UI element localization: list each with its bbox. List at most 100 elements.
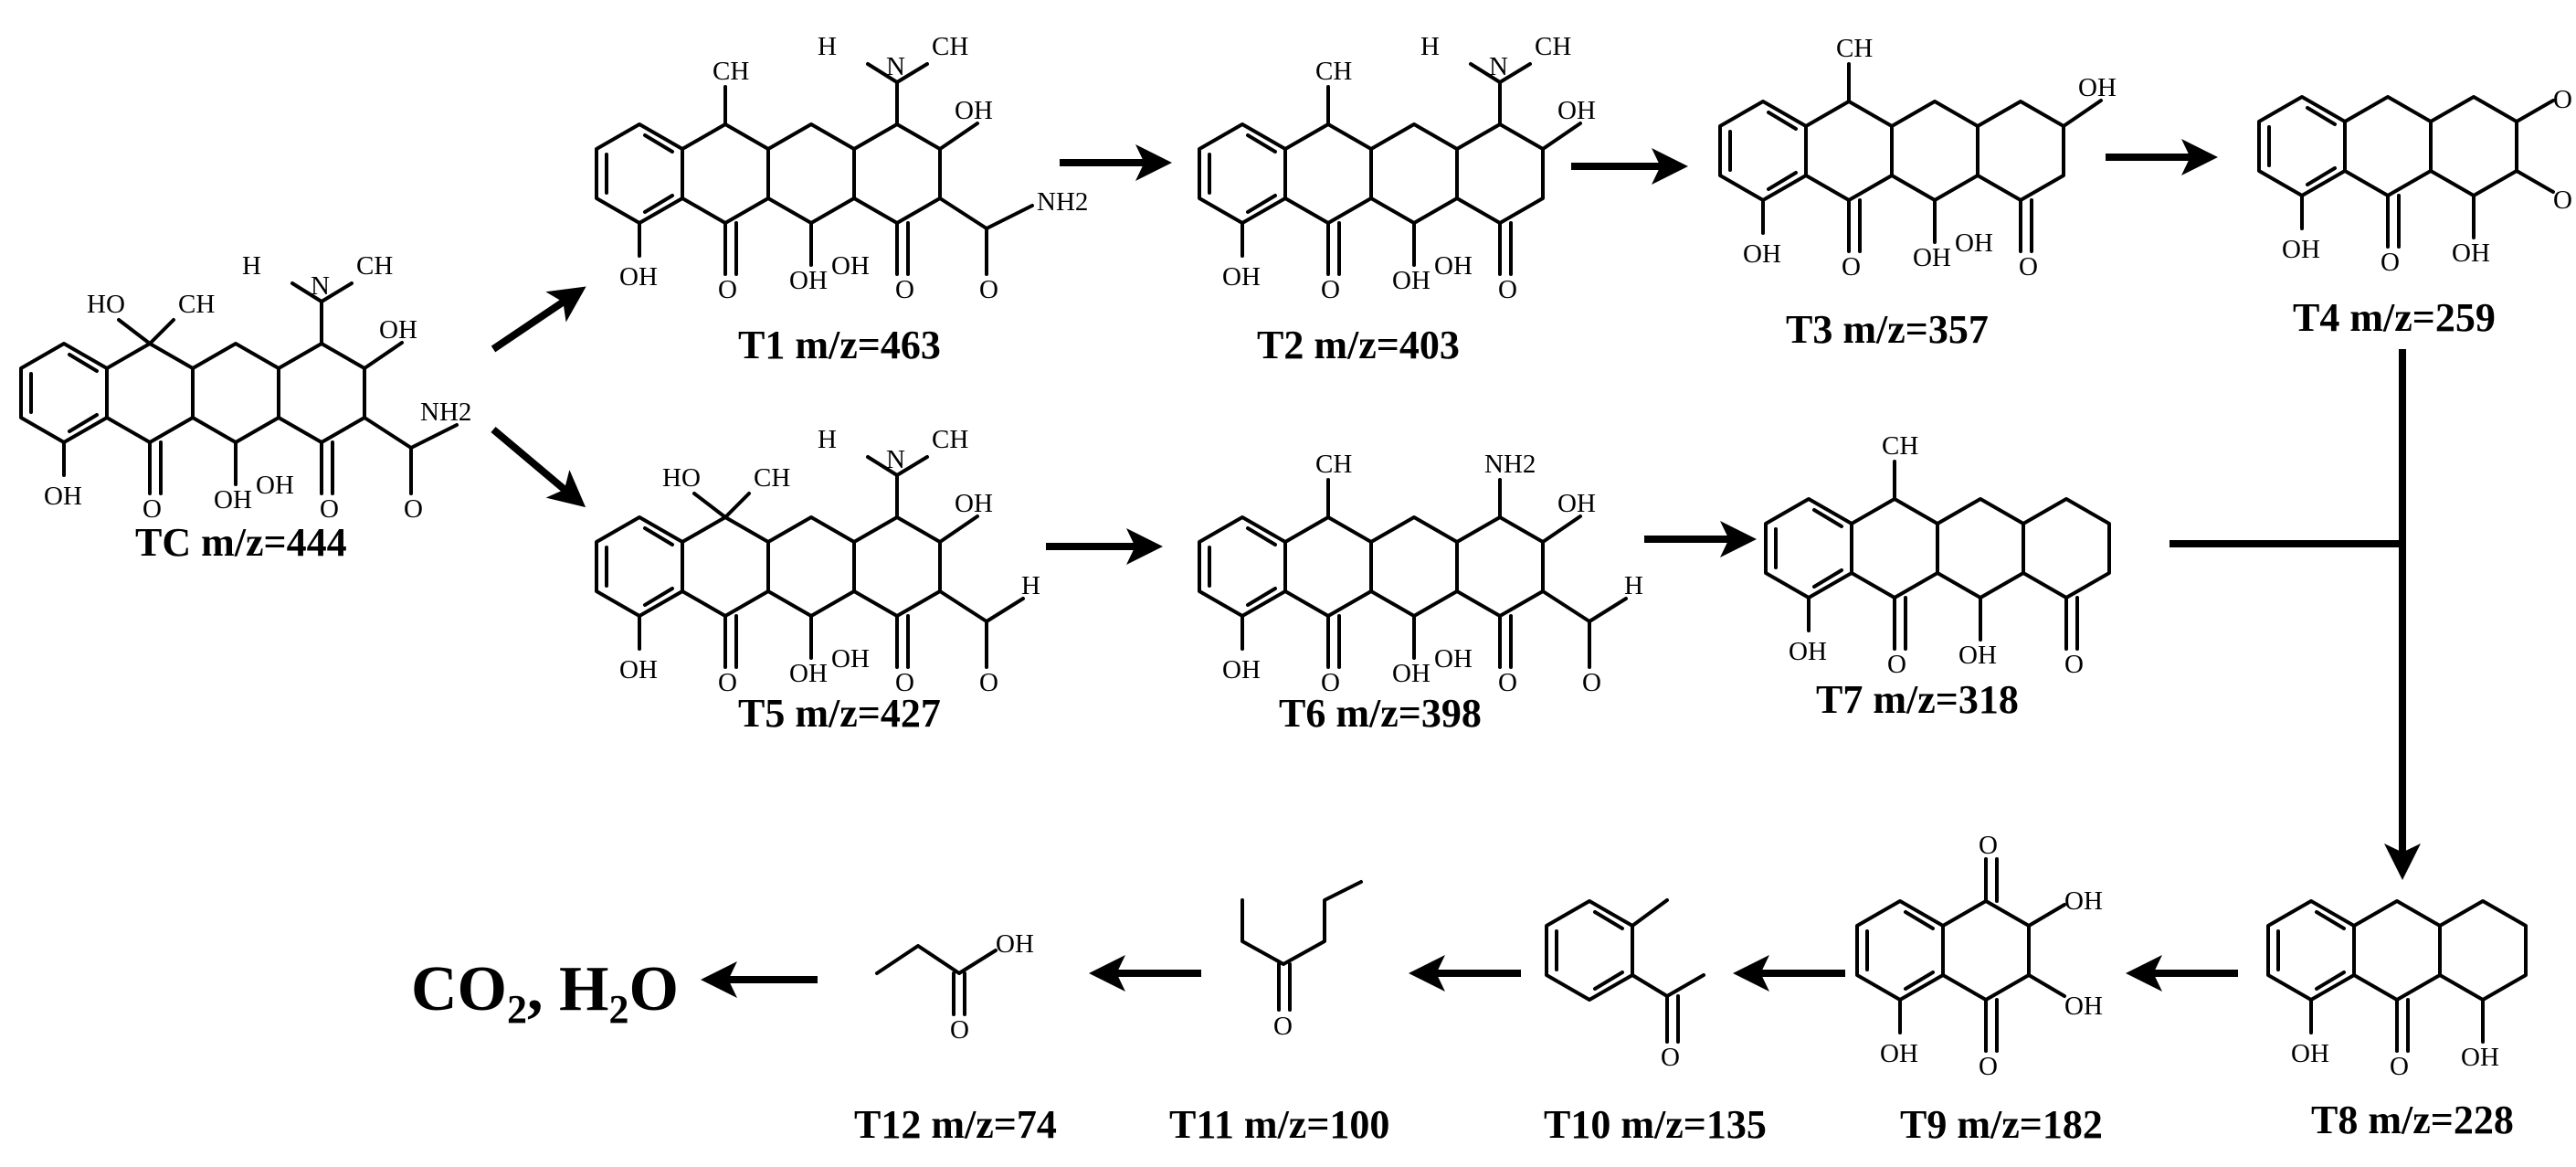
atom-label: OH	[1955, 228, 1993, 258]
atom-label: OH	[256, 471, 294, 500]
atom-label: OH	[619, 262, 658, 292]
atom-label: OH	[1913, 243, 1951, 272]
atom-label: OH	[831, 251, 870, 281]
label-tc: TC m/z=444	[135, 520, 347, 565]
atom-label: O	[2553, 186, 2572, 215]
atom-label: O	[2064, 650, 2084, 679]
atom-label: O	[895, 668, 914, 697]
structure-t6: OH O OH OH O O H OH NH2 CH	[1198, 450, 1643, 697]
label-t5: T5 m/z=427	[738, 691, 941, 736]
atom-label: CH	[1836, 34, 1873, 63]
atom-label: OH	[44, 482, 82, 511]
atom-label: NH2	[1037, 187, 1088, 217]
atom-label: CH	[356, 251, 393, 281]
atom-label: CH	[178, 290, 215, 319]
atom-label: CH	[932, 425, 968, 454]
atom-label: OH	[1392, 266, 1431, 295]
atom-label: O	[1842, 252, 1861, 281]
atom-label: O	[1979, 1052, 1998, 1081]
atom-label: OH	[2461, 1043, 2499, 1072]
atom-label: H	[818, 425, 837, 454]
atom-label: OH	[996, 929, 1034, 959]
atom-label: CH	[1882, 431, 1918, 461]
label-t12: T12 m/z=74	[854, 1102, 1057, 1147]
atom-label: O	[895, 275, 914, 304]
atom-label: OH	[2064, 886, 2103, 916]
atom-label: N	[311, 271, 330, 301]
atom-label: H	[242, 251, 261, 281]
atom-label: O	[718, 275, 737, 304]
atom-label: O	[1498, 275, 1517, 304]
atom-label: OH	[1222, 655, 1261, 684]
label-t7: T7 m/z=318	[1816, 677, 2019, 722]
label-t4: T4 m/z=259	[2293, 295, 2496, 340]
atom-label: OH	[1557, 489, 1596, 518]
atom-label: O	[979, 668, 998, 697]
atom-label: O	[1321, 668, 1340, 697]
atom-label: OH	[619, 655, 658, 684]
atom-label: CH	[713, 57, 749, 86]
structure-t12: OH O	[875, 929, 1034, 1045]
atom-label: N	[1489, 52, 1508, 81]
structure-t5: OH O OH OH O O H OH N H CH HO CH	[595, 425, 1040, 697]
atom-label: H	[1420, 32, 1440, 61]
atom-label: H	[1624, 571, 1643, 600]
atom-label: OH	[2064, 992, 2103, 1021]
atom-label: CH	[754, 463, 790, 493]
atom-label: O	[1498, 668, 1517, 697]
structure-t4: OH O OH O O	[2257, 85, 2572, 277]
atom-label: CH	[1315, 450, 1352, 479]
atom-label: O	[1582, 668, 1601, 697]
atom-label: O	[979, 275, 998, 304]
atom-label: O	[1979, 831, 1998, 860]
structure-t3: OH O OH OH O OH CH	[1718, 34, 2117, 281]
label-t2: T2 m/z=403	[1257, 323, 1460, 367]
atom-label: OH	[1222, 262, 1261, 292]
structure-t11: O	[1240, 880, 1363, 1041]
structure-t2: OH O OH OH O OH N H CH CH	[1198, 32, 1596, 304]
structure-tc: OH O OH OH O O NH2 OH N H CH HO CH	[19, 251, 471, 524]
atom-label: OH	[2291, 1039, 2329, 1068]
atom-label: OH	[831, 644, 870, 674]
structure-t1: OH O OH OH O O NH2 OH N H CH CH	[595, 32, 1088, 304]
atom-label: OH	[379, 315, 417, 345]
atom-label: CH	[932, 32, 968, 61]
atom-label: H	[818, 32, 837, 61]
atom-label: OH	[1434, 251, 1473, 281]
atom-label: OH	[789, 659, 828, 688]
label-t1: T1 m/z=463	[738, 323, 941, 367]
structure-t8: OH O OH	[2266, 899, 2528, 1081]
atom-label: OH	[789, 266, 828, 295]
atom-label: CH	[1535, 32, 1571, 61]
atom-label: OH	[955, 489, 993, 518]
atom-label: N	[886, 52, 905, 81]
atom-label: O	[404, 494, 423, 524]
atom-label: OH	[2452, 239, 2490, 268]
arrow-tc-to-t5	[491, 426, 586, 508]
label-t8: T8 m/z=228	[2311, 1098, 2514, 1142]
atom-label: OH	[2282, 235, 2320, 264]
atom-label: O	[143, 494, 162, 524]
atom-label: OH	[214, 485, 252, 515]
atom-label: OH	[1557, 96, 1596, 125]
atom-label: H	[1021, 571, 1040, 600]
atom-label: O	[2019, 252, 2038, 281]
atom-label: OH	[1958, 641, 1997, 670]
label-t10: T10 m/z=135	[1544, 1102, 1767, 1147]
atom-label: OH	[2078, 73, 2117, 102]
atom-label: O	[1273, 1012, 1293, 1041]
structure-t9: OH O O OH OH	[1855, 831, 2103, 1081]
atom-label: HO	[662, 463, 701, 493]
label-t3: T3 m/z=357	[1786, 307, 1989, 352]
atom-label: OH	[1434, 644, 1473, 674]
atom-label: OH	[1392, 659, 1431, 688]
atom-label: NH2	[1484, 450, 1536, 479]
label-t9: T9 m/z=182	[1900, 1102, 2103, 1147]
atom-label: OH	[1743, 239, 1781, 269]
atom-label: O	[320, 494, 339, 524]
atom-label: HO	[87, 290, 125, 319]
atom-label: O	[950, 1015, 969, 1045]
atom-label: OH	[1789, 637, 1827, 666]
atom-label: CH	[1315, 57, 1352, 86]
